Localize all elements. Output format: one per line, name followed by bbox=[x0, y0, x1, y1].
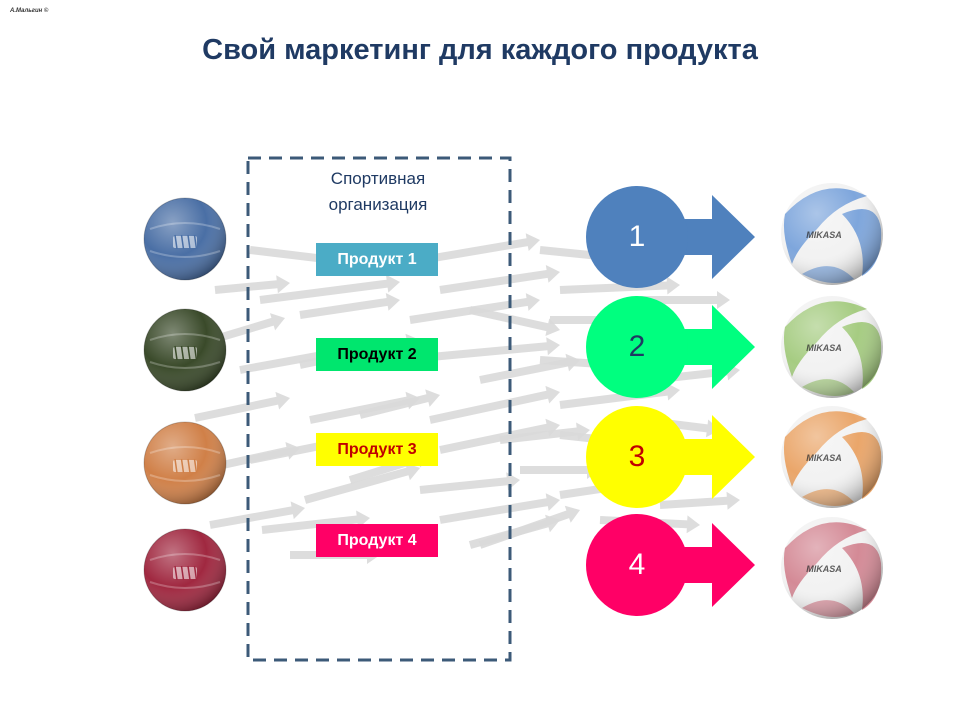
product-2-label: Продукт 2 bbox=[316, 338, 438, 371]
flow-arrow-icon bbox=[429, 385, 560, 424]
page-title: Свой маркетинг для каждого продукта bbox=[202, 34, 758, 66]
segment-3-number: 3 bbox=[628, 440, 646, 473]
segment-1-arrow bbox=[586, 186, 755, 288]
volleyball-brand-text: MIKASA bbox=[806, 453, 842, 463]
flow-arrow-icon bbox=[559, 382, 680, 409]
flow-arrow-icon bbox=[439, 418, 560, 454]
flow-arrow-icon bbox=[520, 461, 600, 479]
flow-arrow-icon bbox=[439, 265, 560, 294]
copyright-text: А.Мальгин © bbox=[10, 8, 49, 14]
organization-frame bbox=[246, 156, 512, 662]
segment-3-arrow bbox=[586, 406, 755, 508]
flow-arrow-icon bbox=[469, 306, 560, 336]
flow-arrow-icon bbox=[303, 462, 420, 504]
volleyball-4-icon: MIKASA bbox=[781, 517, 883, 619]
flow-arrow-icon bbox=[359, 389, 440, 419]
flow-arrow-icon bbox=[299, 293, 400, 319]
segment-4-number: 4 bbox=[628, 548, 646, 581]
flow-arrow-icon bbox=[659, 491, 740, 510]
organization-label: Спортивная организация bbox=[260, 166, 496, 218]
flow-arrow-icon bbox=[259, 274, 400, 304]
flow-arrow-icon bbox=[499, 422, 590, 444]
flow-arrow-icon bbox=[249, 246, 350, 270]
flow-arrow-icon bbox=[261, 510, 370, 534]
flow-arrow-icon bbox=[468, 514, 560, 549]
input-ball-2-icon bbox=[143, 308, 227, 392]
flow-arrow-icon bbox=[309, 391, 420, 424]
input-ball-4-icon bbox=[143, 528, 227, 612]
product-4-label: Продукт 4 bbox=[316, 524, 438, 557]
segment-4-arrow bbox=[586, 514, 755, 616]
input-ball-1-icon bbox=[143, 197, 227, 281]
organization-label-line1: Спортивная bbox=[330, 169, 426, 188]
flow-arrow-icon bbox=[640, 291, 730, 309]
volleyball-2-icon: MIKASA bbox=[781, 296, 883, 398]
flow-arrow-icon bbox=[559, 276, 680, 295]
volleyball-1-icon: MIKASA bbox=[781, 183, 883, 285]
flow-arrow-icon bbox=[439, 493, 560, 524]
volleyball-brand-text: MIKASA bbox=[806, 564, 842, 574]
flow-arrow-icon bbox=[209, 501, 305, 529]
product-3-label: Продукт 3 bbox=[316, 433, 438, 466]
segment-1-number: 1 bbox=[628, 220, 646, 253]
flow-arrow-icon bbox=[409, 233, 540, 266]
organization-label-line2: организация bbox=[328, 195, 428, 214]
input-ball-3-icon bbox=[143, 421, 227, 505]
segment-2-number: 2 bbox=[628, 330, 646, 363]
flow-arrow-icon bbox=[194, 391, 290, 422]
product-1-label: Продукт 1 bbox=[316, 243, 438, 276]
flow-arrow-icon bbox=[539, 246, 640, 268]
volleyball-brand-text: MIKASA bbox=[806, 230, 842, 240]
volleyball-brand-text: MIKASA bbox=[806, 343, 842, 353]
segment-2-arrow bbox=[586, 296, 755, 398]
flow-arrow-icon bbox=[214, 275, 290, 294]
volleyball-3-icon: MIKASA bbox=[781, 406, 883, 508]
flow-arrow-icon bbox=[419, 472, 520, 494]
flow-arrow-icon bbox=[419, 337, 560, 362]
